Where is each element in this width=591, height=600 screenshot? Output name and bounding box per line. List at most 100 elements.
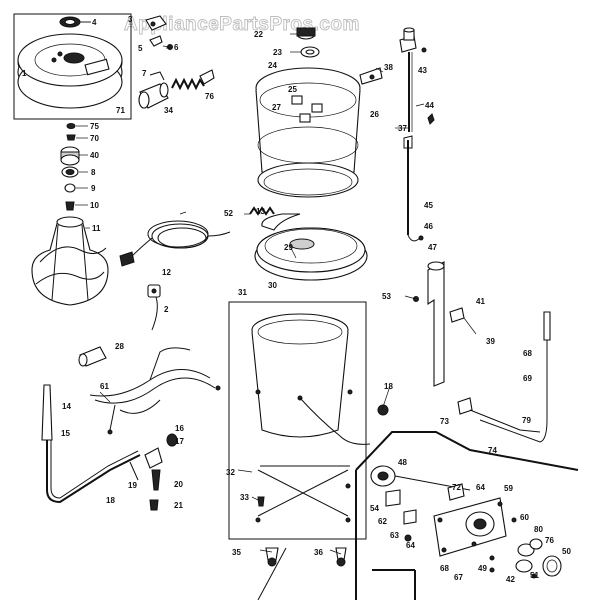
- top-caps: [296, 27, 320, 58]
- gear-set: [489, 517, 562, 579]
- callout-72: 72: [452, 483, 461, 492]
- callout-48: 48: [398, 458, 407, 467]
- callout-24: 24: [268, 61, 277, 70]
- callout-64: 64: [476, 483, 485, 492]
- outer-tub: [228, 301, 371, 540]
- callout-20: 20: [174, 480, 183, 489]
- callout-47: 47: [428, 243, 437, 252]
- callout-73: 73: [440, 417, 449, 426]
- callout-59: 59: [504, 484, 513, 493]
- switch-with-wire: [147, 284, 161, 331]
- callout-51: 51: [530, 571, 539, 580]
- hose-connector-assembly: [138, 69, 215, 109]
- clip-parts: [145, 15, 173, 50]
- capacitor: [78, 346, 107, 367]
- callout-61: 61: [100, 382, 109, 391]
- callout-3: 3: [128, 15, 133, 24]
- callout-71: 71: [116, 106, 125, 115]
- clamp-parts: [129, 433, 178, 511]
- vertical-channel: [413, 261, 465, 387]
- callout-2: 2: [164, 305, 169, 314]
- callout-18b: 18: [106, 496, 115, 505]
- callout-39: 39: [486, 337, 495, 346]
- callout-60: 60: [520, 513, 529, 522]
- callout-42: 42: [506, 575, 515, 584]
- control-rod: [403, 135, 424, 242]
- cabinet-outline: [355, 431, 579, 600]
- callout-labels: 4 3 5 6 7 1 71 34 76 75 70 40 8 9 10 11 …: [22, 15, 571, 584]
- callout-75: 75: [90, 122, 99, 131]
- callout-79: 79: [522, 416, 531, 425]
- callout-62: 62: [378, 517, 387, 526]
- cross-brace: [255, 465, 351, 523]
- callout-34: 34: [164, 106, 173, 115]
- linkage-arm: [377, 397, 541, 433]
- callout-33: 33: [240, 493, 249, 502]
- callout-18: 18: [384, 382, 393, 391]
- level-probe: [479, 311, 551, 443]
- drive-shaft-assembly: [359, 27, 435, 132]
- callout-52: 52: [224, 209, 233, 218]
- callout-64b: 64: [406, 541, 415, 550]
- power-cord: [119, 220, 231, 267]
- callout-32: 32: [226, 468, 235, 477]
- callout-19: 19: [128, 481, 137, 490]
- callout-30: 30: [268, 281, 277, 290]
- callout-45: 45: [424, 201, 433, 210]
- callout-37: 37: [398, 124, 407, 133]
- callout-7: 7: [142, 69, 147, 78]
- callout-40: 40: [90, 151, 99, 160]
- tub-base: [254, 213, 368, 281]
- callout-46: 46: [424, 222, 433, 231]
- callout-12: 12: [162, 268, 171, 277]
- callout-49: 49: [478, 564, 487, 573]
- callout-10: 10: [90, 201, 99, 210]
- callout-22: 22: [254, 30, 263, 39]
- callout-1: 1: [22, 69, 27, 78]
- callout-21: 21: [174, 501, 183, 510]
- callout-41: 41: [476, 297, 485, 306]
- callout-70: 70: [90, 134, 99, 143]
- callout-38: 38: [384, 63, 393, 72]
- casters: [257, 496, 347, 600]
- callout-15: 15: [61, 429, 70, 438]
- wiring-harness: [89, 347, 221, 435]
- agitator-stack: [60, 123, 80, 211]
- callout-23: 23: [273, 48, 282, 57]
- leader-lines: [75, 21, 477, 555]
- callout-27: 27: [272, 103, 281, 112]
- callout-44: 44: [425, 101, 434, 110]
- callout-69: 69: [523, 374, 532, 383]
- callout-68b: 68: [440, 564, 449, 573]
- callout-68: 68: [523, 349, 532, 358]
- callout-6: 6: [174, 43, 179, 52]
- callout-14: 14: [62, 402, 71, 411]
- callout-54: 54: [370, 504, 379, 513]
- spin-basket: [255, 67, 361, 198]
- callout-28: 28: [115, 342, 124, 351]
- callout-17: 17: [175, 437, 184, 446]
- callout-11: 11: [92, 224, 101, 233]
- transmission-housing: [385, 483, 507, 557]
- callout-13: 13: [256, 207, 265, 216]
- callout-16: 16: [175, 424, 184, 433]
- callout-43: 43: [418, 66, 427, 75]
- lid-inset: [13, 13, 132, 120]
- callout-25: 25: [288, 85, 297, 94]
- callout-4: 4: [92, 18, 97, 27]
- callout-74: 74: [488, 446, 497, 455]
- callout-76: 76: [205, 92, 214, 101]
- callout-8: 8: [91, 168, 96, 177]
- drain-hose: [41, 384, 141, 504]
- callout-9: 9: [91, 184, 96, 193]
- callout-29: 29: [284, 243, 293, 252]
- callout-67: 67: [454, 573, 463, 582]
- callout-63: 63: [390, 531, 399, 540]
- callout-80: 80: [534, 525, 543, 534]
- callout-76b: 76: [545, 536, 554, 545]
- spring: [249, 206, 275, 216]
- callout-31: 31: [238, 288, 247, 297]
- callout-36: 36: [314, 548, 323, 557]
- callout-26: 26: [370, 110, 379, 119]
